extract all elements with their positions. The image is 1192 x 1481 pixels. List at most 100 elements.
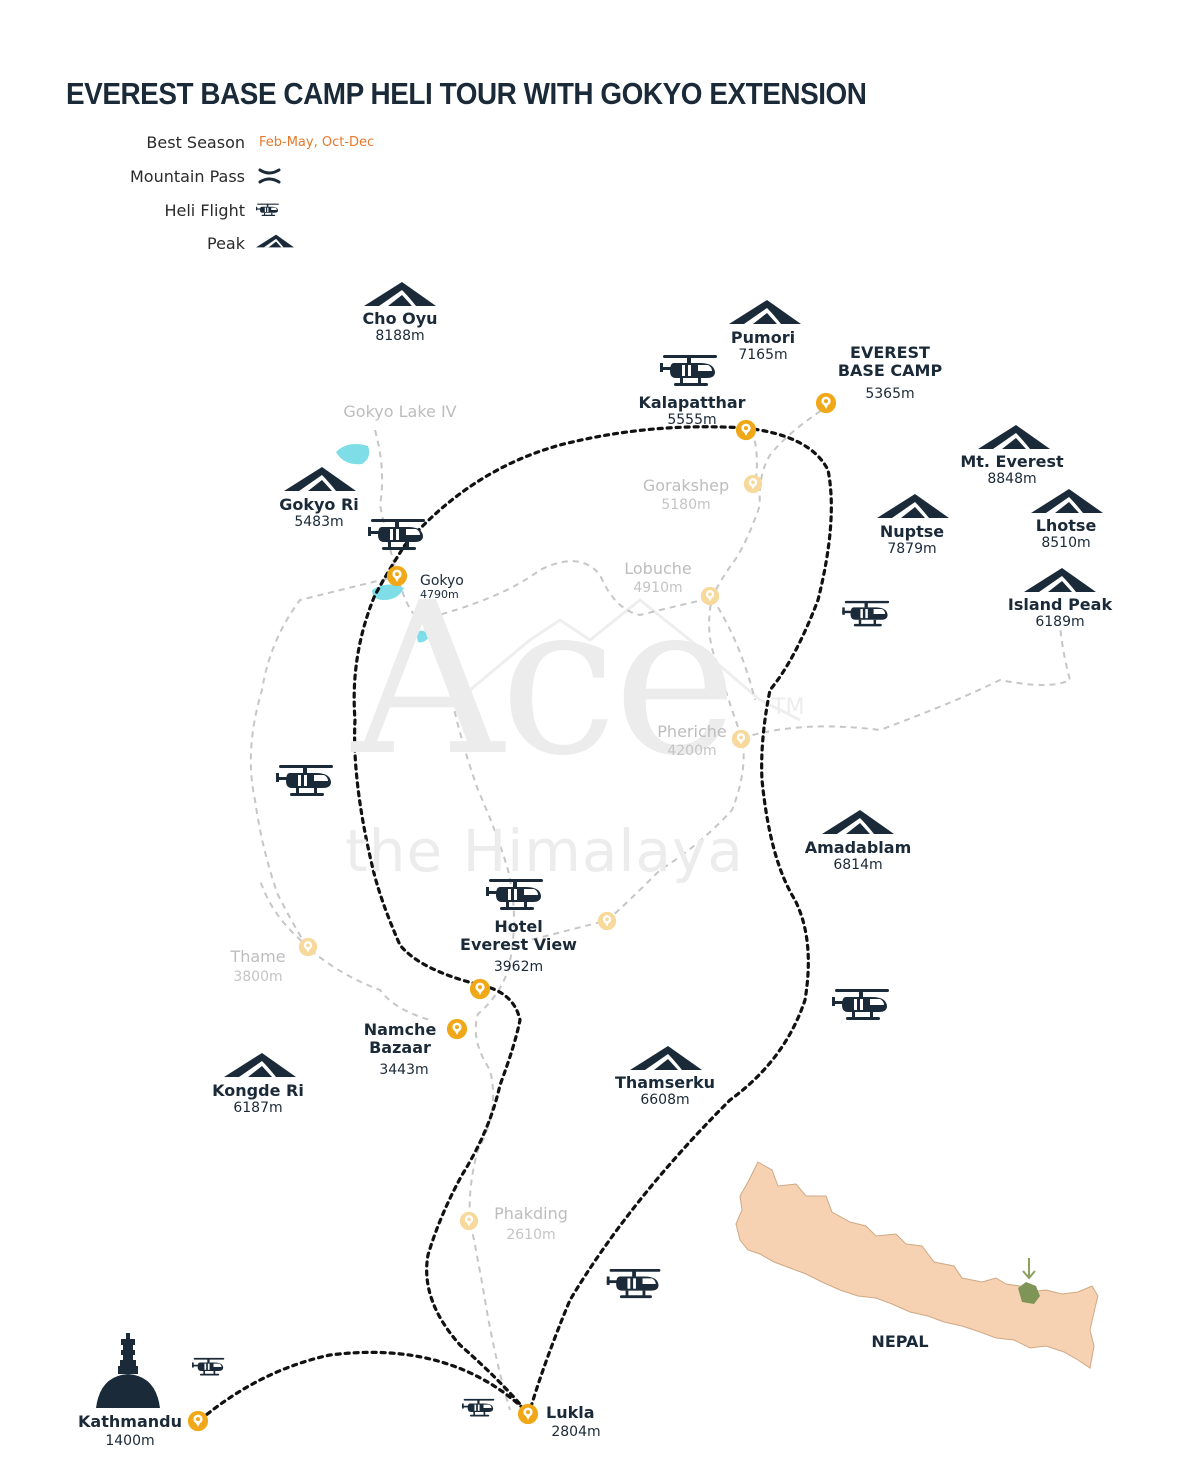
- legend-peak: Peak: [0, 228, 245, 258]
- stop-altitude: 2610m: [506, 1227, 556, 1244]
- stop-altitude: 2804m: [551, 1424, 601, 1441]
- trekking-trails: [249, 404, 1072, 1411]
- peak-name: Pumori: [730, 328, 796, 347]
- stop-name: Lobuche: [624, 559, 692, 578]
- peak-name: Nuptse: [879, 522, 945, 541]
- peak-name: Island Peak: [1007, 595, 1113, 614]
- stupa-icon: [96, 1333, 160, 1408]
- stop-altitude: 4200m: [667, 743, 717, 760]
- heli-route: [198, 425, 833, 1422]
- stop-altitude: 3962m: [493, 958, 544, 975]
- stop-altitude: 1400m: [105, 1433, 155, 1450]
- stop-altitude: 4790m: [420, 588, 459, 602]
- peak-label-amadablam: Amadablam 6814m: [793, 838, 923, 874]
- helicopter-icon: [462, 1398, 495, 1417]
- helicopter-icon: [276, 765, 333, 796]
- peak-altitude: 6189m: [1035, 614, 1085, 631]
- legend-best-season-value: Feb-May, Oct-Dec: [259, 135, 375, 150]
- peak-label-kongde-ri: Kongde Ri 6187m: [193, 1081, 323, 1117]
- stop-altitude: 5555m: [667, 412, 717, 429]
- peak-name: Mt. Everest: [960, 452, 1064, 471]
- location-pin-icon-gokyo: [386, 565, 408, 587]
- location-pin-icon-trail-junction: [597, 911, 617, 931]
- stop-altitude: 5365m: [865, 385, 915, 402]
- stop-altitude: 3800m: [233, 969, 283, 986]
- peak-icon-thamserku: [630, 1046, 702, 1070]
- helicopter-icon: [832, 989, 889, 1020]
- stop-name-line2: BASE CAMP: [837, 361, 943, 381]
- stop-name: Kalapatthar: [638, 393, 746, 412]
- stop-name: Gorakshep: [642, 476, 730, 495]
- country-label-nepal: NEPAL: [871, 1332, 929, 1351]
- peak-icon-island-peak: [1024, 568, 1096, 592]
- location-pin-icon-kathmandu: [187, 1410, 209, 1432]
- location-pin-icon-gorakshep: [743, 474, 763, 494]
- stop-label-gokyo: Gokyo 4790m: [420, 573, 474, 602]
- helicopter-icon: [486, 879, 543, 910]
- peak-altitude: 8188m: [375, 328, 425, 345]
- peak-name: Thamserku: [614, 1073, 716, 1092]
- peak-name: Kongde Ri: [212, 1081, 304, 1100]
- stop-name: Gokyo: [420, 573, 464, 589]
- peak-label-lhotse: Lhotse 8510m: [1006, 516, 1126, 552]
- faded-label-pheriche: Pheriche 4200m: [634, 722, 750, 760]
- helicopter-icon: [606, 1268, 661, 1299]
- peak-icon-lhotse: [1031, 489, 1103, 513]
- stop-label-lukla: Lukla 2804m: [536, 1403, 616, 1441]
- peak-icon-kongde-ri: [224, 1053, 296, 1077]
- legend-peak-icon: [256, 234, 294, 248]
- legend-mountain-pass-label: Mountain Pass: [129, 166, 245, 186]
- peak-icon-gokyo-ri: [284, 467, 356, 491]
- stop-name: Phakding: [494, 1204, 568, 1223]
- stop-label-kalapatthar: Kalapatthar 5555m: [632, 393, 752, 429]
- peak-name: Gokyo Ri: [279, 495, 359, 514]
- peak-label-gokyo-ri: Gokyo Ri 5483m: [259, 495, 379, 531]
- stop-name: Pheriche: [657, 722, 727, 741]
- legend-peak-label: Peak: [207, 233, 245, 253]
- stop-name: Gokyo Lake IV: [343, 402, 457, 421]
- stop-label-hotel-everest-view: Hotel Everest View 3962m: [451, 917, 586, 975]
- down-arrow-icon: [1022, 1258, 1036, 1280]
- stop-label-everest-base-camp: EVEREST BASE CAMP 5365m: [830, 343, 950, 402]
- faded-label-thame: Thame 3800m: [212, 947, 304, 986]
- stop-name: Kathmandu: [78, 1412, 182, 1431]
- legend-best-season: Best Season: [0, 127, 245, 157]
- helicopter-icon: [842, 600, 890, 627]
- watermark-mountain: [469, 598, 801, 722]
- faded-label-lobuche: Lobuche 4910m: [600, 559, 716, 597]
- faded-label-gokyo-lake-iv: Gokyo Lake IV: [320, 402, 480, 421]
- stop-altitude: 4910m: [633, 580, 683, 597]
- stop-label-kathmandu: Kathmandu 1400m: [72, 1412, 188, 1450]
- peak-label-island-peak: Island Peak 6189m: [995, 595, 1125, 631]
- peak-name: Lhotse: [1035, 516, 1097, 535]
- peak-altitude: 8848m: [987, 471, 1037, 488]
- location-pin-icon-phakding: [459, 1211, 479, 1231]
- legend-helicopter-icon: [256, 203, 279, 216]
- peak-altitude: 6187m: [233, 1100, 283, 1117]
- faded-label-phakding: Phakding 2610m: [478, 1204, 584, 1244]
- stop-name: Lukla: [546, 1403, 595, 1422]
- peak-icon-nuptse: [877, 494, 949, 518]
- stop-label-namche-bazaar: Namche Bazaar 3443m: [345, 1020, 455, 1078]
- stop-altitude: 3443m: [379, 1061, 429, 1078]
- location-pin-icon-hotel-everest-view: [469, 978, 491, 1000]
- stop-name-line2: Everest View: [460, 935, 577, 955]
- stop-name-line2: Bazaar: [369, 1038, 431, 1058]
- nepal-country-shape: [735, 1161, 1099, 1369]
- peak-altitude: 5483m: [294, 514, 344, 531]
- peak-altitude: 6608m: [640, 1092, 690, 1109]
- peak-icon-amadablam: [822, 810, 894, 834]
- faded-label-gorakshep: Gorakshep 5180m: [626, 476, 746, 514]
- stop-name: Thame: [230, 947, 286, 966]
- peak-altitude: 6814m: [833, 857, 883, 874]
- peak-label-thamserku: Thamserku 6608m: [600, 1073, 730, 1109]
- stop-name: Namche: [363, 1020, 437, 1039]
- stop-altitude: 5180m: [661, 497, 711, 514]
- peak-altitude: 7165m: [738, 347, 788, 364]
- legend-best-season-label: Best Season: [146, 132, 245, 152]
- peak-name: Amadablam: [804, 838, 912, 857]
- peak-label-pumori: Pumori 7165m: [703, 328, 823, 364]
- helicopter-icon: [192, 1357, 225, 1376]
- peak-altitude: 8510m: [1041, 535, 1091, 552]
- peak-label-nuptse: Nuptse 7879m: [852, 522, 972, 557]
